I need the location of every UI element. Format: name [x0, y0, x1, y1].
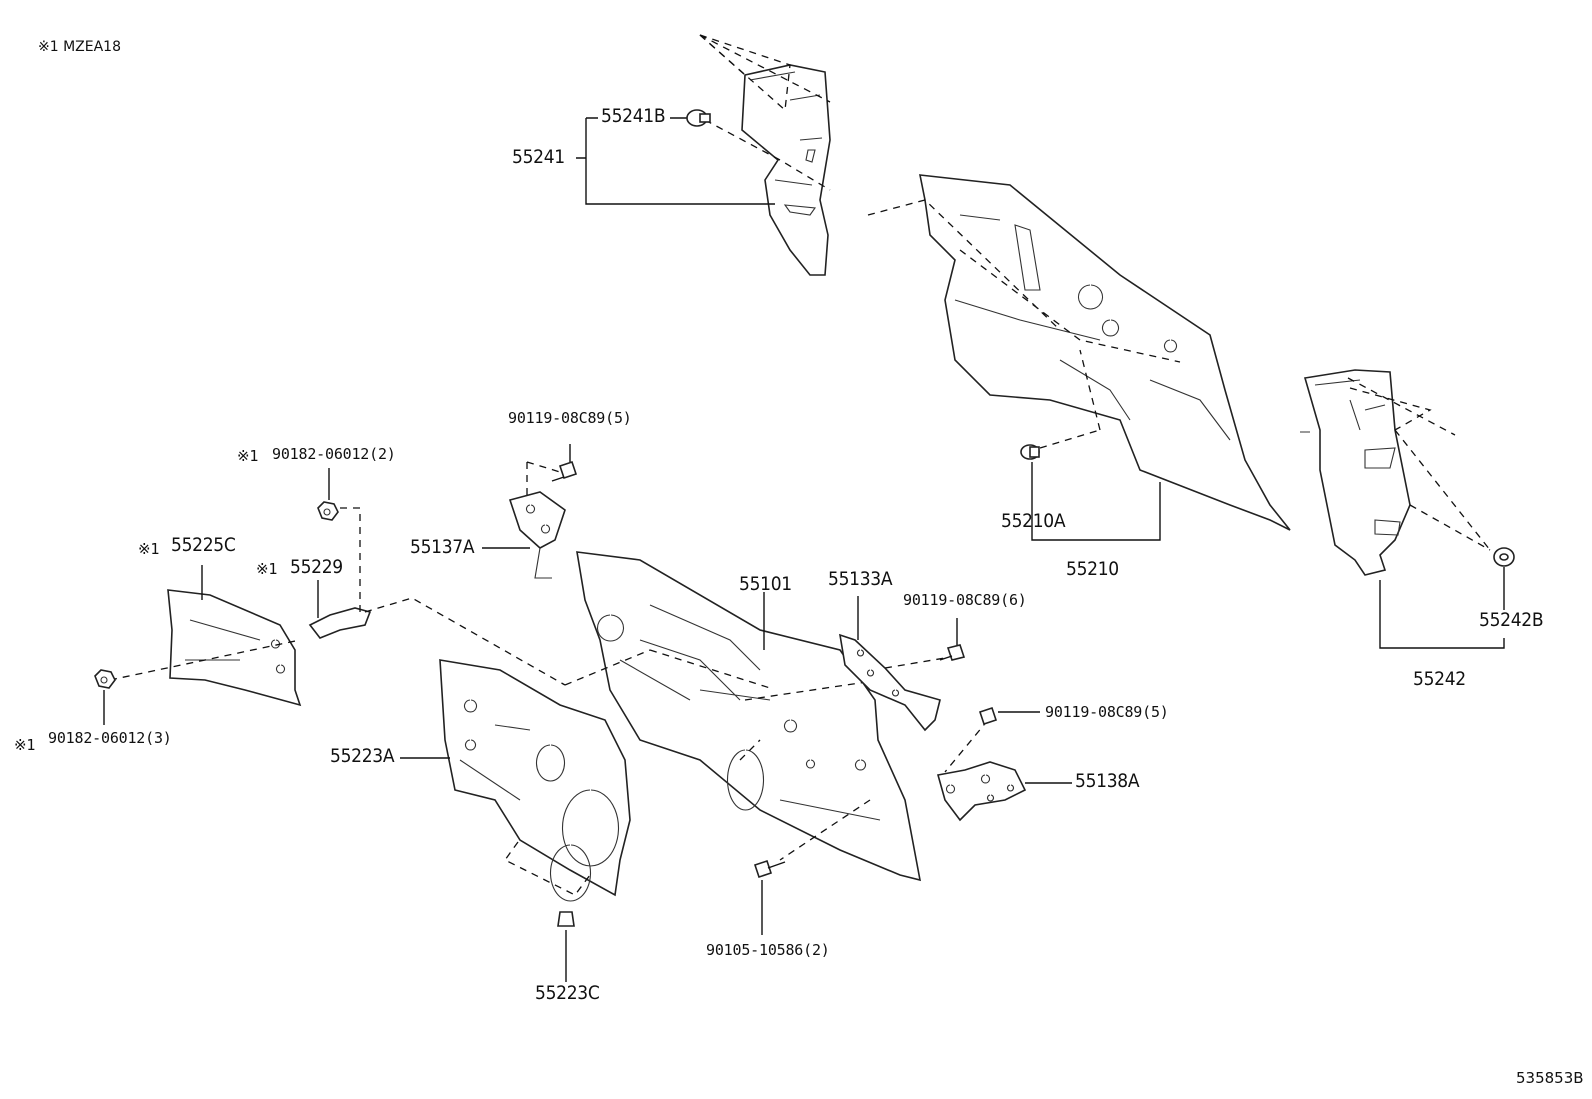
bolt-90119-5b	[978, 706, 998, 726]
clip-55210A	[1020, 444, 1040, 460]
label-55242B: 55242B	[1479, 609, 1544, 631]
label-55101: 55101	[739, 573, 792, 595]
label-55223A: 55223A	[330, 745, 395, 767]
part-55242-panel	[1300, 369, 1411, 576]
part-55138A	[936, 761, 1027, 822]
part-55101-panel	[576, 551, 922, 882]
label-55210: 55210	[1066, 558, 1119, 580]
part-55210-panel	[919, 174, 1291, 531]
nut-90182-3	[94, 669, 116, 689]
label-90105-10586-2: 90105-10586(2)	[706, 941, 830, 959]
leader-55133A-dash	[884, 657, 946, 669]
label-55210A: 55210A	[1001, 510, 1066, 532]
leader-55210	[867, 199, 1181, 449]
label-55241B: 55241B	[601, 105, 666, 127]
part-55223A-panel	[439, 659, 631, 902]
leader-55229-dash	[109, 507, 566, 686]
bolt-90119-6	[939, 644, 966, 661]
bracket-55210	[1031, 462, 1161, 541]
label-55242: 55242	[1413, 668, 1466, 690]
nut-90182-2	[317, 501, 339, 521]
bolt-90119-5a	[551, 460, 578, 482]
label-55133A: 55133A	[828, 568, 893, 590]
clip-55223C	[557, 911, 575, 927]
bolt-90105-10586	[753, 859, 786, 879]
leader-55101-dash	[564, 649, 881, 861]
mark-1-b: ※1	[138, 540, 160, 558]
leader-55242	[1347, 377, 1491, 551]
part-55137A	[508, 491, 566, 579]
mark-1-d: ※1	[14, 736, 36, 754]
part-55241-panel	[741, 64, 831, 276]
label-55229: 55229	[290, 556, 343, 578]
clip-55242B	[1493, 547, 1515, 567]
bracket-55242	[1379, 567, 1505, 649]
part-55229	[308, 607, 372, 639]
diagram-code: 535853B	[1516, 1069, 1584, 1087]
leader-55138A-dash	[944, 719, 989, 773]
label-90119-08C89-6: 90119-08C89(6)	[903, 591, 1027, 609]
label-90119-08C89-5a: 90119-08C89(5)	[508, 409, 632, 427]
label-55241: 55241	[512, 146, 565, 168]
leader-55241b	[699, 34, 831, 191]
leader-55137A	[526, 461, 561, 495]
label-55225C: 55225C	[171, 534, 236, 556]
mark-1-c: ※1	[256, 560, 278, 578]
clip-55241B	[686, 109, 711, 127]
label-55223C: 55223C	[535, 982, 600, 1004]
model-note: ※1 MZEA18	[38, 39, 121, 55]
label-90119-08C89-5b: 90119-08C89(5)	[1045, 703, 1169, 721]
bracket-55241	[576, 117, 775, 205]
part-55133A	[838, 633, 941, 732]
mark-1-a: ※1	[237, 447, 259, 465]
label-90182-06012-2: 90182-06012(2)	[272, 445, 396, 463]
label-90182-06012-3: 90182-06012(3)	[48, 729, 172, 747]
label-55137A: 55137A	[410, 536, 475, 558]
part-55225C	[167, 589, 302, 707]
label-55138A: 55138A	[1075, 770, 1140, 792]
